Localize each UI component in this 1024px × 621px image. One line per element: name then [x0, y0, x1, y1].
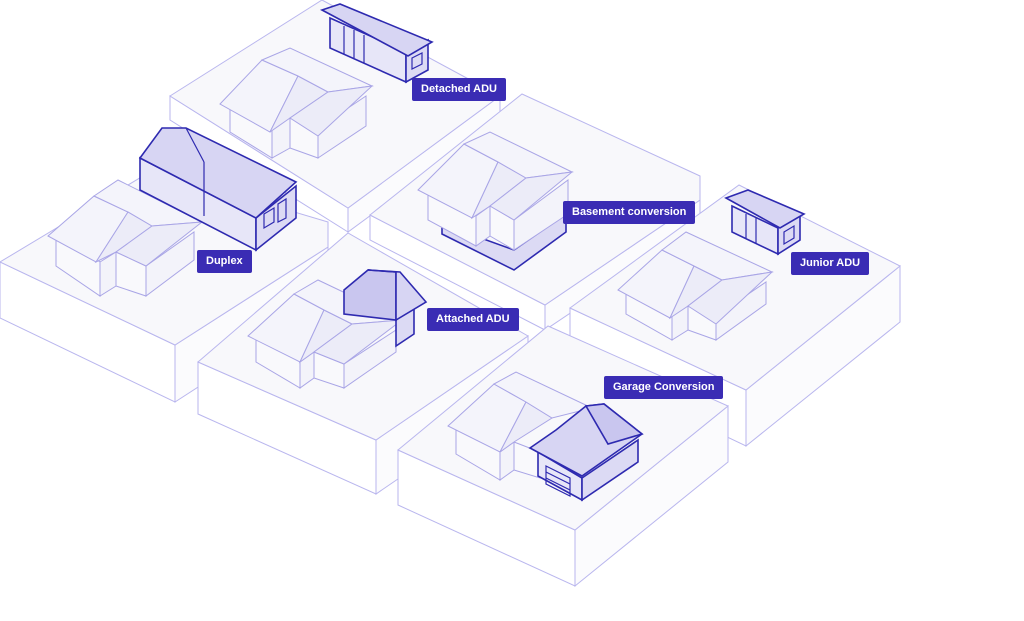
label-detached-adu: Detached ADU [412, 78, 506, 101]
duplex-unit [138, 127, 298, 252]
label-basement-conversion: Basement conversion [563, 201, 696, 224]
label-junior-adu: Junior ADU [791, 252, 870, 275]
house-detached-lot [219, 47, 374, 159]
garage-building [528, 403, 644, 502]
attached-adu-addition [343, 269, 428, 348]
duplex-house [47, 179, 204, 297]
label-garage-conversion: Garage Conversion [604, 376, 724, 399]
junior-adu-building [724, 189, 806, 256]
basement-house [417, 131, 574, 271]
label-duplex: Duplex [197, 250, 252, 273]
label-attached-adu: Attached ADU [427, 308, 519, 331]
junior-adu-house [617, 231, 774, 341]
detached-adu-building [319, 3, 434, 84]
garage-conversion-house [447, 371, 594, 481]
